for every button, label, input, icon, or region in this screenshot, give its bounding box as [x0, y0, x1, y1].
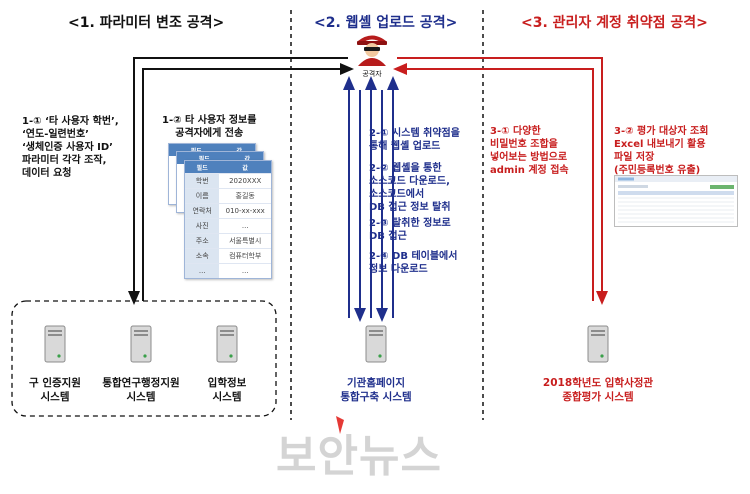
system-label-research: 통합연구행정지원 시스템 — [102, 377, 180, 403]
attacker-label: 공격자 — [362, 70, 382, 78]
note-3-2: 3-② 평가 대상자 조회 Excel 내보내기 활용 파일 저장 (주민등록번… — [614, 126, 709, 176]
server-icon — [130, 325, 152, 363]
section-title-2: <2. 웹셸 업로드 공격> — [314, 15, 458, 31]
arrow-3-1 — [397, 57, 608, 305]
arrow-1-1 — [142, 63, 354, 301]
section-title-3: <3. 관리자 계정 취약점 공격> — [521, 15, 708, 31]
section-title-1: <1. 파라미터 변조 공격> — [68, 15, 225, 31]
table-header: 필드 — [185, 161, 220, 174]
note-2-4: 2-④ DB 테이블에서 정보 다운로드 — [369, 251, 458, 275]
table-row: ...... — [185, 263, 271, 278]
excel-screenshot-icon — [614, 175, 738, 227]
table-row: 사진... — [185, 218, 271, 234]
note-2-3: 2-③ 탈취한 정보로 DB 접근 — [369, 218, 451, 242]
system-label-auth: 구 인증지원 시스템 — [29, 377, 81, 403]
note-2-2: 2-② 웹셸을 통한 소스코드 다운로드, 소스코드에서 DB 접근 정보 탈취 — [369, 163, 451, 213]
note-1-1: 1-① ‘타 사용자 학번’, ‘연도-일련번호’ ‘생체인증 사용자 ID’ … — [22, 116, 119, 179]
note-3-1: 3-① 다양한 비밀번호 조합을 넣어보는 방법으로 admin 계정 접속 — [490, 126, 569, 176]
arrow-3-2 — [393, 63, 594, 301]
server-icon — [216, 325, 238, 363]
system-label-homepage: 기관홈페이지 통합구축 시스템 — [340, 377, 412, 403]
watermark-accent-icon — [336, 416, 344, 434]
note-1-2: 1-② 타 사용자 정보를 공격자에게 전송 — [162, 115, 257, 139]
system-label-admission-eval: 2018학년도 입학사정관 종합평가 시스템 — [542, 377, 654, 403]
table-header: 값 — [219, 161, 271, 174]
server-icon — [587, 325, 609, 363]
attacker: 공격자 — [352, 32, 392, 78]
watermark-logo: 보안뉴스 — [276, 431, 442, 482]
hacker-icon — [357, 35, 387, 66]
server-icon — [44, 325, 66, 363]
arrow-1-2 — [128, 57, 348, 305]
system-label-admission-info: 입학정보 시스템 — [207, 377, 247, 403]
server-icon — [365, 325, 387, 363]
note-2-1: 2-① 시스템 취약점을 통해 웹셸 업로드 — [369, 128, 460, 152]
